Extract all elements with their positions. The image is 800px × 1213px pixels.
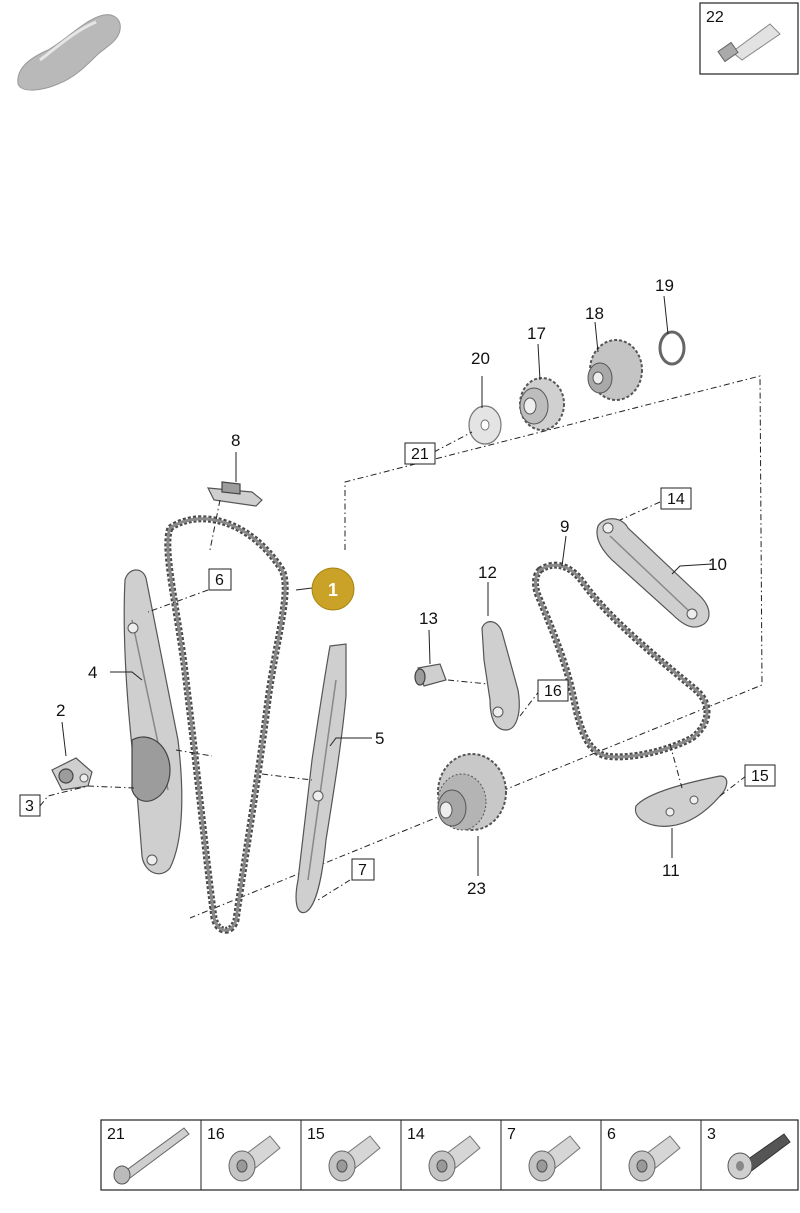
o-ring-part [658,330,686,366]
svg-text:7: 7 [507,1126,516,1143]
callout-20[interactable]: 20 [471,349,490,368]
callout-13[interactable]: 13 [419,609,438,628]
svg-text:16: 16 [544,683,562,700]
hex-bolt-icon [727,1133,791,1180]
svg-text:6: 6 [607,1126,616,1143]
thumbnail-3[interactable]: 3 [707,1126,791,1180]
callout-2[interactable]: 2 [56,701,65,720]
boxed-callout-3[interactable]: 3 [19,794,41,817]
washer-part [468,405,502,445]
callout-18[interactable]: 18 [585,304,604,323]
boxed-callout-15[interactable]: 15 [744,764,776,787]
callout-17[interactable]: 17 [527,324,546,343]
torx-bolt-icon [328,1135,381,1182]
long-bolt-icon [113,1127,190,1185]
double-sprocket-part [519,377,565,431]
boxed-callout-7[interactable]: 7 [351,858,375,881]
corner-item-box[interactable]: 22 [699,2,799,75]
callout-9[interactable]: 9 [560,517,569,536]
callout-8[interactable]: 8 [231,431,240,450]
thumbnail-14[interactable]: 14 [407,1126,481,1182]
small-tensioner-rail-part [481,621,520,731]
upper-chain-guide-part [206,481,263,507]
badge-label: 1 [328,580,338,600]
callout-19[interactable]: 19 [655,276,674,295]
crank-sprocket-part [437,753,507,831]
guide-rail-part [295,643,347,914]
torx-bolt-icon [628,1135,681,1182]
svg-text:14: 14 [407,1126,425,1143]
torx-bolt-icon [428,1135,481,1182]
thumbnail-7[interactable]: 7 [507,1126,581,1182]
callout-12[interactable]: 12 [478,563,497,582]
svg-text:3: 3 [25,798,34,815]
svg-text:3: 3 [707,1126,716,1143]
callout-11[interactable]: 11 [662,861,680,880]
highlight-badge[interactable]: 1 [311,567,355,611]
secondary-chain-part [532,561,711,761]
callout-23[interactable]: 23 [467,879,486,898]
svg-text:6: 6 [215,572,224,589]
svg-text:21: 21 [411,446,429,463]
torx-bolt-icon [528,1135,581,1182]
boxed-callout-14[interactable]: 14 [660,487,692,510]
dashed-assembly-outline [189,375,763,919]
svg-text:15: 15 [307,1126,325,1143]
callout-5[interactable]: 5 [375,729,384,748]
car-silhouette-icon [17,14,121,91]
cam-gear-part [587,339,643,401]
boxed-callout-16[interactable]: 16 [537,679,569,702]
boxed-callout-6[interactable]: 6 [208,568,232,591]
svg-text:14: 14 [667,491,685,508]
grease-tube-icon [717,23,781,63]
fastener-thumbnail-strip: 21 16 15 14 [100,1119,799,1191]
chain-tensioner-part [51,757,93,791]
timing-chain-part [164,515,289,934]
torx-bolt-icon [228,1135,281,1182]
svg-text:15: 15 [751,768,769,785]
svg-text:16: 16 [207,1126,225,1143]
callout-10[interactable]: 10 [708,555,727,574]
svg-text:7: 7 [358,862,367,879]
corner-item-label: 22 [706,9,724,26]
thumbnail-21[interactable]: 21 [107,1126,190,1185]
svg-text:21: 21 [107,1126,125,1143]
callout-4[interactable]: 4 [88,663,97,682]
leader-lines [39,295,747,901]
thumbnail-16[interactable]: 16 [207,1126,281,1182]
boxed-callout-21[interactable]: 21 [404,442,436,465]
tensioner-rail-part [123,569,183,875]
thumbnail-15[interactable]: 15 [307,1126,381,1182]
thumbnail-6[interactable]: 6 [607,1126,681,1182]
upper-right-guide-part [596,518,710,628]
pivot-bolt-part [414,663,447,687]
